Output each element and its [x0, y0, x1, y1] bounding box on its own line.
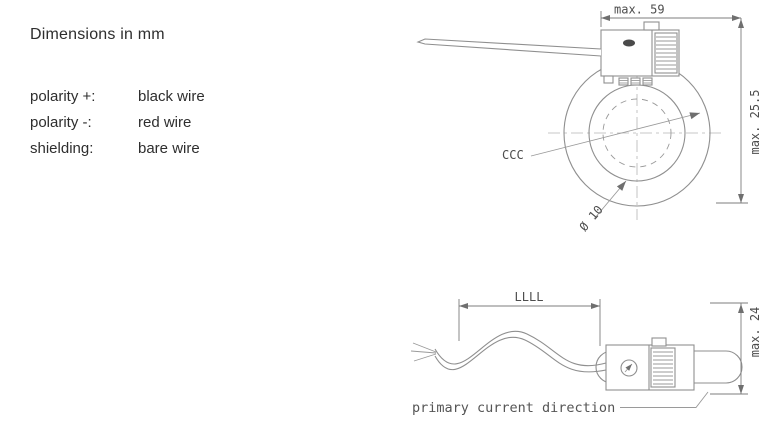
legend-label: polarity +: [30, 88, 96, 105]
cable [410, 331, 607, 373]
annotation-leader-line [620, 391, 709, 408]
current-direction-symbol [620, 359, 638, 377]
legend-row-shielding: shielding: bare wire [30, 136, 205, 162]
marking-leader-line [530, 112, 701, 157]
dimension-height-side-label: max. 24 [748, 307, 762, 358]
dimension-width-label: max. 59 [614, 3, 665, 17]
hidden-bore-circle [602, 98, 672, 168]
dimension-height-side: max. 24 [710, 302, 762, 395]
legend-value: bare wire [138, 140, 200, 157]
vent-slots [618, 77, 653, 86]
housing-foot [603, 75, 614, 84]
dimension-cable-length-label: LLLL [515, 290, 544, 304]
dimension-bore: Ø 10 [577, 180, 627, 234]
leader-arrowhead [689, 112, 700, 120]
current-direction-label: primary current direction [412, 400, 615, 416]
legend-value: black wire [138, 88, 205, 105]
marking-label: CCC [502, 148, 524, 162]
connector-block-side [650, 347, 676, 388]
dimension-height-front-label: max. 25.5 [748, 89, 762, 154]
legend-label: shielding: [30, 140, 94, 157]
screw-slot [623, 39, 635, 47]
side-view: LLLL max. 24 primary current direction [410, 290, 762, 416]
dimension-width: max. 59 [600, 3, 741, 27]
secondary-wire [416, 38, 602, 57]
connector-stripes [656, 36, 676, 70]
housing-top-tab-side [651, 337, 667, 347]
legend-value: red wire [138, 114, 192, 131]
dimension-bore-label: Ø 10 [577, 203, 606, 234]
terminal-housing-side [605, 344, 695, 391]
front-view: max. 59 max. 25.5 CCC Ø 10 [416, 3, 762, 234]
housing-top-tab [643, 21, 660, 31]
legend-row-polarity-plus: polarity +: black wire [30, 84, 205, 110]
wire-legend: polarity +: black wire polarity -: red w… [30, 84, 205, 162]
dimension-height-front: max. 25.5 [716, 18, 762, 204]
legend-label: polarity -: [30, 114, 92, 131]
page-title: Dimensions in mm [30, 26, 165, 43]
connector-stripes-side [653, 351, 673, 385]
current-direction-annotation: primary current direction [412, 391, 709, 416]
dimension-cable-length: LLLL [458, 290, 601, 346]
legend-row-polarity-minus: polarity -: red wire [30, 110, 205, 136]
